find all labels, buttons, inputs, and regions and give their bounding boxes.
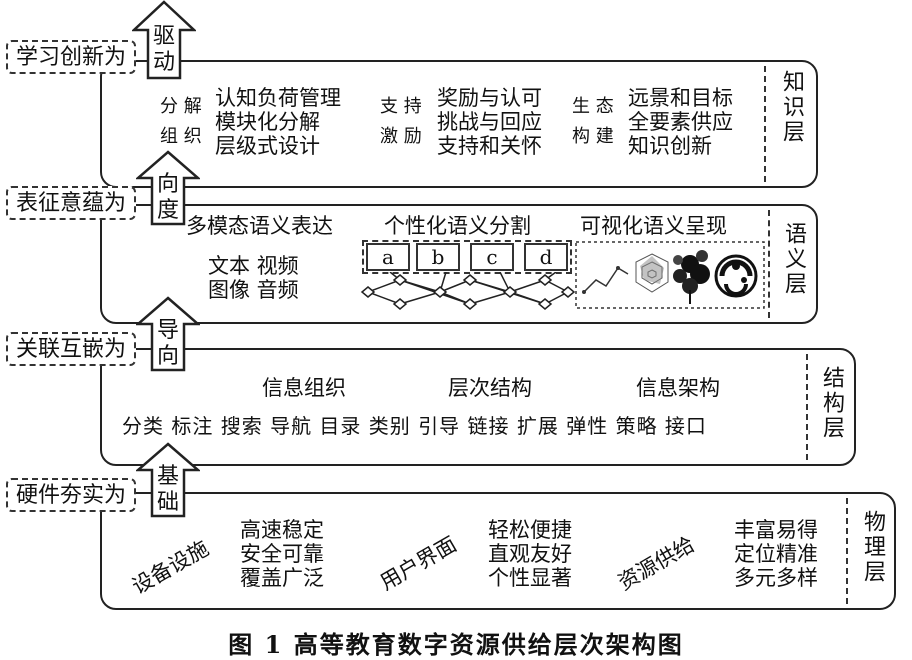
semantic-layer-name: 语义层 [781, 222, 806, 297]
visualization-graphics [575, 241, 765, 309]
knowledge-layer-name: 知识层 [779, 70, 804, 145]
semantic-side-tag: 表征意蕴为 [6, 186, 137, 220]
segmentation-frame [362, 240, 572, 274]
semantic-modalities: 文本 视频 图像 音频 [208, 254, 299, 302]
knowledge-side-tag: 学习创新为 [6, 40, 137, 74]
structure-layer-name: 结构层 [819, 366, 844, 441]
structure-items: 分类 标注 搜索 导航 目录 类别 引导 链接 扩展 弹性 策略 接口 [122, 414, 707, 438]
structure-heading-hierarchy: 层次结构 [448, 376, 532, 400]
segment-cell-b: b [416, 243, 460, 271]
structure-guide-arrow: 导 向 [134, 296, 202, 372]
knowledge-group-2-items: 奖励与认可 挑战与回应 支持和关怀 [437, 86, 542, 158]
semantic-heading-multimodal: 多模态语义表达 [186, 214, 333, 238]
structure-arrow-label: 导 向 [156, 318, 179, 369]
semantic-direction-arrow: 向 度 [134, 150, 202, 226]
knowledge-group-3-items: 远景和目标 全要素供应 知识创新 [628, 86, 733, 158]
knowledge-group-3-label: 生 态 构 建 [572, 96, 614, 147]
semantic-arrow-label: 向 度 [156, 172, 179, 223]
knowledge-driver-arrow: 驱 动 [130, 0, 198, 80]
segment-cell-c: c [470, 243, 514, 271]
knowledge-arrow-label: 驱 动 [152, 24, 175, 75]
physical-arrow-label: 基 础 [156, 464, 179, 515]
knowledge-group-1-items: 认知负荷管理 模块化分解 层级式设计 [215, 86, 341, 158]
physical-side-tag: 硬件夯实为 [6, 478, 137, 512]
knowledge-group-1-label: 分 解 组 织 [160, 96, 202, 147]
physical-group-3-items: 丰富易得 定位精准 多元多样 [734, 518, 818, 590]
semantic-layer-separator [768, 210, 770, 318]
physical-foundation-arrow: 基 础 [134, 442, 202, 518]
structure-layer-box [100, 348, 856, 466]
segmentation-network-graphic [360, 272, 576, 310]
figure-caption: 图 1 高等教育数字资源供给层次架构图 [228, 630, 684, 659]
segment-cell-a: a [366, 243, 410, 271]
structure-heading-information-organization: 信息组织 [262, 376, 346, 400]
physical-group-1-items: 高速稳定 安全可靠 覆盖广泛 [240, 518, 324, 590]
knowledge-layer-box [100, 60, 818, 188]
knowledge-layer-separator [764, 66, 766, 182]
physical-layer-separator [846, 498, 848, 604]
structure-side-tag: 关联互嵌为 [6, 332, 137, 366]
knowledge-group-2-label: 支 持 激 励 [380, 96, 422, 147]
structure-layer-separator [806, 354, 808, 460]
semantic-heading-segmentation: 个性化语义分割 [384, 214, 531, 238]
structure-heading-information-architecture: 信息架构 [636, 376, 720, 400]
semantic-heading-visualization: 可视化语义呈现 [580, 214, 727, 238]
segment-cell-d: d [524, 243, 568, 271]
physical-layer-name: 物理层 [860, 510, 885, 585]
physical-layer-box [100, 492, 896, 610]
physical-group-2-items: 轻松便捷 直观友好 个性显著 [488, 518, 572, 590]
